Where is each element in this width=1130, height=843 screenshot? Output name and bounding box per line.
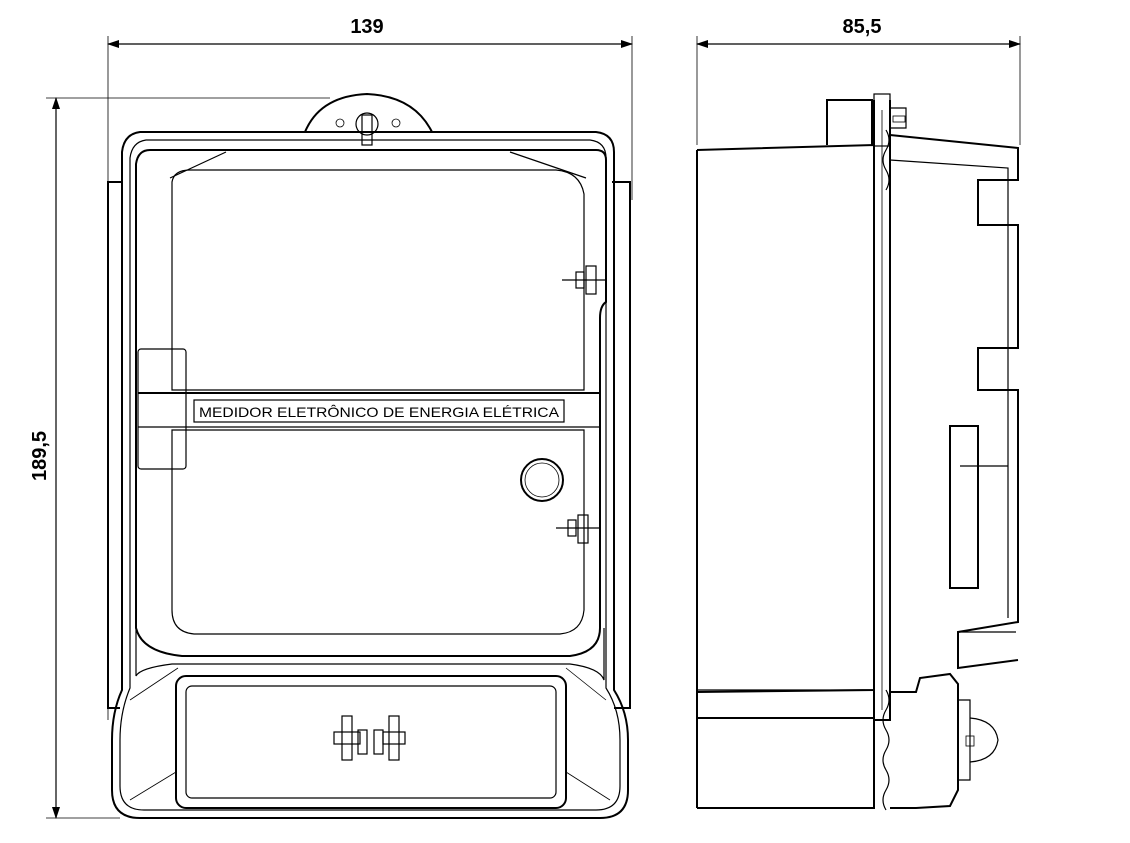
hanger-hole	[355, 112, 379, 136]
seal-screw-upper	[562, 265, 606, 295]
cover-flange	[873, 100, 891, 721]
display-window-upper	[171, 169, 585, 391]
left-latch	[137, 348, 187, 470]
side-depth-label: 85,5	[843, 16, 882, 38]
lower-shoulder	[135, 628, 605, 681]
front-view: MEDIDOR ELETRÔNICO DE ENERGIA ELÉTRICA	[107, 92, 631, 819]
side-cover-profile	[889, 134, 1019, 670]
left-flange	[107, 181, 122, 709]
front-width-label: 139	[350, 16, 383, 38]
cover-bevel-lines	[169, 151, 587, 179]
side-cover-inner	[889, 159, 1009, 618]
side-terminal-screw	[969, 717, 999, 763]
dimension-side-depth: 85,5	[696, 16, 1021, 145]
flange-serration	[882, 129, 890, 811]
optical-port-ring	[524, 462, 560, 498]
side-view	[696, 93, 1019, 811]
side-terminal-block	[890, 672, 959, 809]
side-top-bracket	[826, 99, 873, 145]
terminal-bevel-right	[565, 771, 611, 801]
base-plate	[696, 143, 875, 693]
height-label: 189,5	[29, 431, 51, 481]
dimension-height: 189,5	[29, 97, 330, 819]
side-hanger-pin	[892, 115, 906, 123]
shoulder-bevels	[129, 667, 607, 701]
hanger-screw-right	[391, 118, 401, 128]
hanger-seal	[361, 114, 373, 146]
label-box	[193, 399, 565, 423]
terminal-bevel-left	[129, 771, 177, 801]
meter-body-inner	[119, 139, 621, 811]
terminal-seals	[333, 715, 406, 761]
base-terminal-block	[697, 717, 875, 809]
hanger-screw-left	[335, 118, 345, 128]
optical-port	[520, 458, 564, 502]
side-terminal-tab	[958, 699, 971, 781]
meter-body	[111, 131, 629, 819]
dimension-front-width: 139	[107, 16, 633, 720]
seal-screw-lower	[556, 514, 600, 544]
side-hanger-tab	[890, 107, 907, 129]
side-terminal-cover	[949, 425, 979, 589]
display-window-lower	[171, 429, 585, 635]
terminal-cover	[175, 675, 567, 809]
side-terminal-pin	[965, 735, 975, 747]
top-hanger	[304, 92, 433, 133]
transparent-cover	[135, 149, 607, 657]
terminal-cover-inner	[185, 685, 557, 799]
meter-label-text: MEDIDOR ELETRÔNICO DE ENERGIA ELÉTRICA	[199, 404, 560, 420]
